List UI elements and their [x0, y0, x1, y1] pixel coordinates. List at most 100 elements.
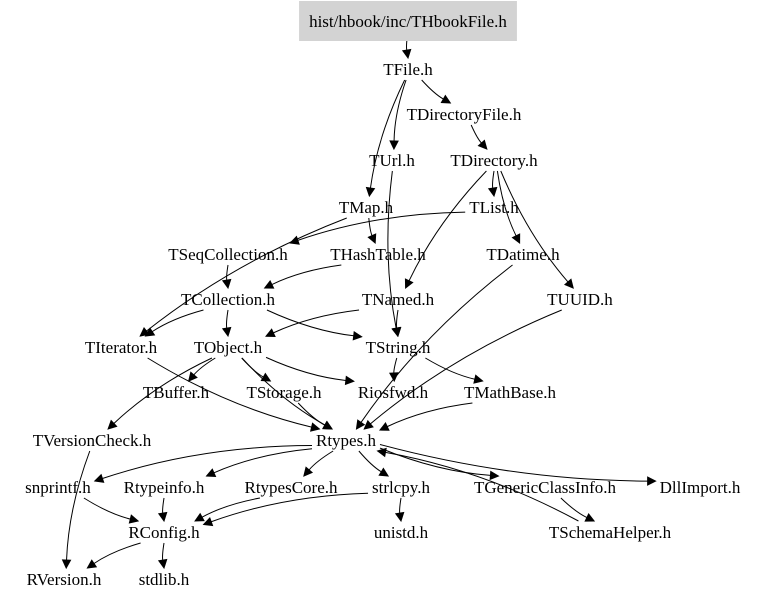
node-tdirectoryfile-label: TDirectoryFile.h: [407, 105, 522, 124]
edge-arrowhead: [363, 419, 374, 430]
edge-arrowhead: [511, 233, 521, 245]
edge-arrowhead: [205, 468, 217, 478]
edge-line: [201, 497, 261, 518]
edge-rtypescore-to-rconfig: [194, 497, 261, 522]
node-tschemahelper: TSchemaHelper.h: [549, 523, 672, 542]
edge-line: [396, 309, 399, 329]
edge-tseqcollection-to-tcollection: [221, 264, 232, 290]
node-tgenericclassinfo-label: TGenericClassInfo.h: [474, 478, 617, 497]
node-rtypescore-label: RtypesCore.h: [244, 478, 338, 497]
edge-line: [211, 492, 369, 523]
edge-line: [368, 217, 373, 236]
node-strlcpy-label: strlcpy.h: [372, 478, 430, 497]
edge-arrowhead: [194, 512, 205, 522]
node-titerator-label: TIterator.h: [85, 338, 158, 357]
node-rversion-label: RVersion.h: [27, 570, 102, 589]
edge-line: [93, 542, 141, 564]
node-snprintf-label: snprintf.h: [25, 478, 91, 497]
node-rtypes: Rtypes.h: [316, 431, 376, 450]
edge-arrowhead: [157, 558, 168, 570]
edge-rtypes-to-dllimport: [379, 444, 657, 486]
node-rconfig-label: RConfig.h: [128, 523, 200, 542]
edge-line: [425, 357, 475, 380]
edge-tfile-to-turl: [389, 79, 407, 151]
node-tbuffer: TBuffer.h: [143, 383, 210, 402]
node-tnamed: TNamed.h: [362, 290, 435, 309]
node-tlist: TList.h: [469, 198, 519, 217]
edge-strlcpy-to-rconfig: [202, 492, 369, 527]
edge-line: [193, 357, 216, 376]
edge-tstorage-to-rtypes: [297, 402, 333, 430]
edge-arrowhead: [187, 371, 198, 382]
edge-line: [213, 448, 313, 474]
edge-arrowhead: [144, 327, 156, 337]
edge-arrowhead: [93, 473, 105, 483]
edge-line: [147, 357, 312, 428]
node-tseqcollection: TSeqCollection.h: [168, 245, 288, 264]
edge-tcollection-to-tstring: [266, 309, 363, 341]
edge-arrowhead: [647, 476, 657, 486]
edge-arrowhead: [584, 512, 596, 522]
node-rconfig: RConfig.h: [128, 523, 200, 542]
node-dllimport-label: DllImport.h: [660, 478, 741, 497]
edge-arrowhead: [322, 420, 333, 430]
node-rtypescore: RtypesCore.h: [244, 478, 338, 497]
edge-arrowhead: [107, 419, 118, 430]
edge-arrowhead: [487, 186, 498, 198]
edge-tfile-to-tmap: [365, 79, 406, 198]
edge-arrowhead: [401, 48, 412, 60]
edge-arrowhead: [389, 140, 399, 151]
edge-line: [370, 309, 562, 425]
edge-arrowhead: [391, 326, 402, 338]
edge-tdirectory-to-tuuid: [500, 170, 574, 289]
node-titerator: TIterator.h: [85, 338, 158, 357]
edge-line: [393, 357, 398, 374]
edge-line: [162, 542, 165, 561]
edge-arrowhead: [86, 559, 98, 569]
node-rtypeinfo: Rtypeinfo.h: [124, 478, 205, 497]
edge-line: [408, 170, 487, 281]
node-unistd-label: unistd.h: [374, 523, 429, 542]
node-root: hist/hbook/inc/THbookFile.h: [299, 1, 517, 41]
node-tlist-label: TList.h: [469, 198, 519, 217]
edge-arrowhead: [289, 235, 300, 245]
edge-arrowhead: [440, 94, 452, 104]
node-tgenericclassinfo: TGenericClassInfo.h: [474, 478, 617, 497]
edge-arrowhead: [344, 375, 355, 386]
node-turl-label: TUrl.h: [369, 151, 415, 170]
edge-arrowhead: [310, 422, 321, 432]
edge-arrowhead: [365, 186, 376, 198]
edge-line: [151, 309, 204, 333]
node-rtypes-label: Rtypes.h: [316, 431, 376, 450]
edge-rtypes-to-strlcpy: [358, 450, 390, 477]
node-tdatime-label: TDatime.h: [486, 245, 560, 264]
edge-line: [297, 402, 326, 426]
edge-tdirectory-to-tlist: [487, 170, 498, 198]
edge-tstring-to-riosfwd: [389, 357, 399, 383]
edge-arrowhead: [376, 447, 387, 458]
edge-arrowhead: [473, 374, 484, 384]
edge-rtypes-to-tgenericclassinfo: [379, 447, 500, 481]
edge-arrowhead: [61, 559, 72, 570]
edge-tobject-to-riosfwd: [265, 356, 355, 386]
node-tstorage: TStorage.h: [246, 383, 322, 402]
edge-line: [496, 170, 517, 237]
edge-rtypeinfo-to-rconfig: [157, 497, 168, 523]
node-unistd: unistd.h: [374, 523, 429, 542]
node-root-box: [299, 1, 517, 41]
edge-line: [113, 357, 213, 424]
edge-tmathbase-to-rtypes: [378, 402, 473, 431]
node-tdirectoryfile: TDirectoryFile.h: [407, 105, 522, 124]
edge-line: [266, 309, 354, 337]
node-tuuid: TUUID.h: [547, 290, 613, 309]
node-rversion: RVersion.h: [27, 570, 102, 589]
node-tuuid-label: TUUID.h: [547, 290, 613, 309]
edge-arrowhead: [355, 419, 366, 430]
node-tcollection: TCollection.h: [181, 290, 275, 309]
edge-line: [66, 450, 91, 561]
edge-tmap-to-thashtable: [367, 217, 377, 245]
node-tnamed-label: TNamed.h: [362, 290, 435, 309]
edge-tversioncheck-to-rversion: [61, 450, 91, 570]
edge-rtypes-to-rtypescore: [303, 450, 334, 477]
